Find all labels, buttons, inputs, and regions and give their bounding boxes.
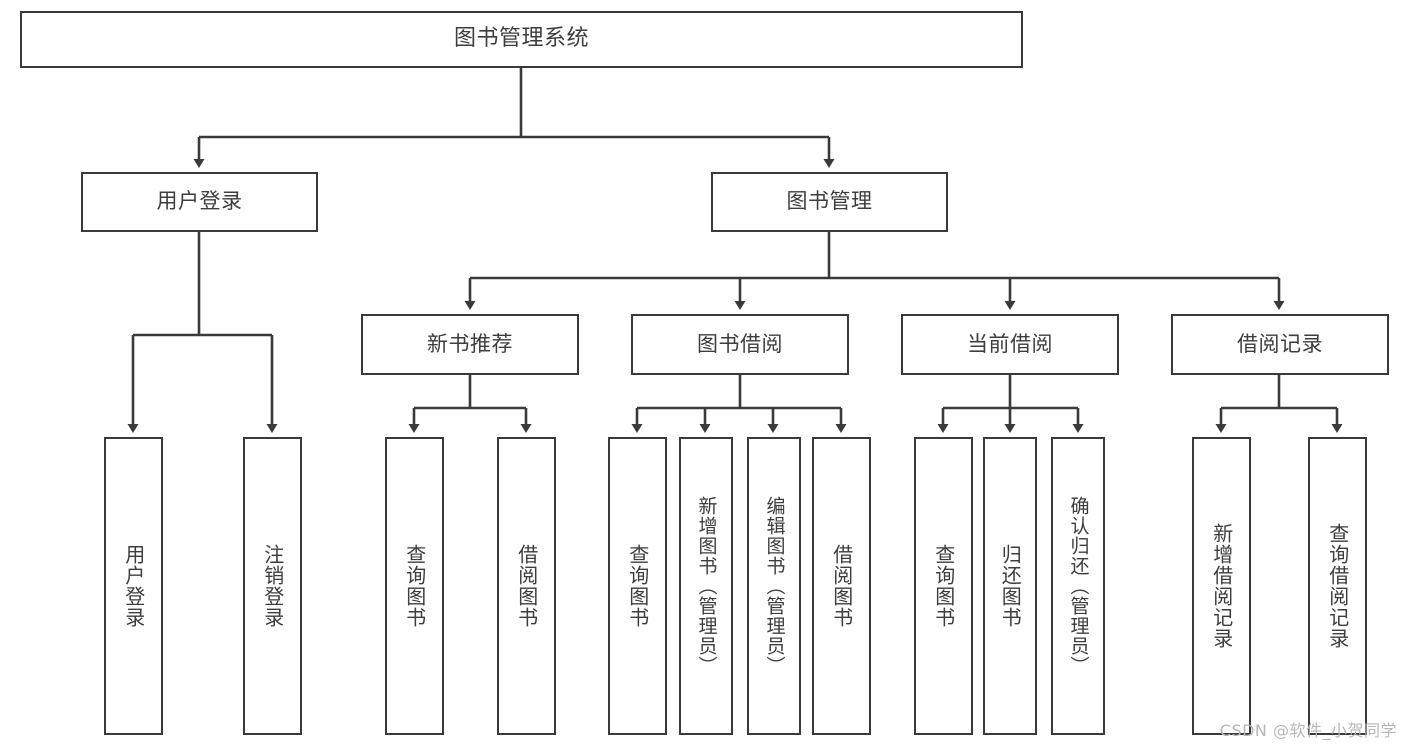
node-new-book-recommend-label: 新书推荐 — [427, 331, 513, 356]
leaf-borrow-book[interactable]: 借阅图书 — [812, 437, 871, 735]
node-borrow-record[interactable]: 借阅记录 — [1171, 314, 1389, 375]
node-book-management[interactable]: 图书管理 — [711, 172, 948, 232]
node-current-borrow[interactable]: 当前借阅 — [901, 314, 1119, 375]
node-root-label: 图书管理系统 — [453, 26, 589, 52]
node-book-borrow[interactable]: 图书借阅 — [631, 314, 849, 375]
leaf-user-login[interactable]: 用户登录 — [104, 437, 163, 735]
leaf-query-book-recommend[interactable]: 查询图书 — [385, 437, 444, 735]
leaf-borrow-book-label: 借阅图书 — [829, 544, 854, 628]
leaf-confirm-return-admin-label: 确认归还（管理员） — [1067, 496, 1090, 676]
leaf-return-book[interactable]: 归还图书 — [983, 437, 1037, 735]
node-user-login-label: 用户登录 — [156, 189, 243, 214]
leaf-query-book-current-label: 查询图书 — [931, 544, 956, 628]
watermark: CSDN @软件_小贺同学 — [1219, 721, 1397, 740]
leaf-query-book-borrow[interactable]: 查询图书 — [608, 437, 667, 735]
leaf-add-book-admin-label: 新增图书（管理员） — [695, 496, 718, 676]
leaf-borrow-book-recommend[interactable]: 借阅图书 — [497, 437, 556, 735]
leaf-add-borrow-record[interactable]: 新增借阅记录 — [1192, 437, 1251, 735]
leaf-logout-login[interactable]: 注销登录 — [243, 437, 302, 735]
node-new-book-recommend[interactable]: 新书推荐 — [361, 314, 579, 375]
leaf-add-borrow-record-label: 新增借阅记录 — [1209, 523, 1234, 649]
node-current-borrow-label: 当前借阅 — [967, 331, 1053, 356]
leaf-confirm-return-admin[interactable]: 确认归还（管理员） — [1051, 437, 1105, 735]
leaf-query-borrow-record-label: 查询借阅记录 — [1325, 523, 1350, 649]
leaf-query-book-recommend-label: 查询图书 — [402, 544, 427, 628]
leaf-query-book-borrow-label: 查询图书 — [625, 544, 650, 628]
leaf-edit-book-admin[interactable]: 编辑图书（管理员） — [747, 437, 801, 735]
leaf-borrow-book-recommend-label: 借阅图书 — [514, 544, 539, 628]
leaf-edit-book-admin-label: 编辑图书（管理员） — [763, 496, 786, 676]
leaf-add-book-admin[interactable]: 新增图书（管理员） — [679, 437, 733, 735]
node-book-borrow-label: 图书借阅 — [697, 331, 783, 356]
leaf-return-book-label: 归还图书 — [998, 544, 1023, 628]
leaf-logout-login-label: 注销登录 — [260, 544, 285, 628]
node-borrow-record-label: 借阅记录 — [1237, 331, 1323, 356]
leaf-user-login-label: 用户登录 — [121, 544, 146, 628]
leaf-query-borrow-record[interactable]: 查询借阅记录 — [1308, 437, 1367, 735]
node-user-login[interactable]: 用户登录 — [81, 172, 318, 232]
node-book-management-label: 图书管理 — [786, 189, 873, 214]
node-root[interactable]: 图书管理系统 — [20, 11, 1023, 68]
leaf-query-book-current[interactable]: 查询图书 — [914, 437, 973, 735]
